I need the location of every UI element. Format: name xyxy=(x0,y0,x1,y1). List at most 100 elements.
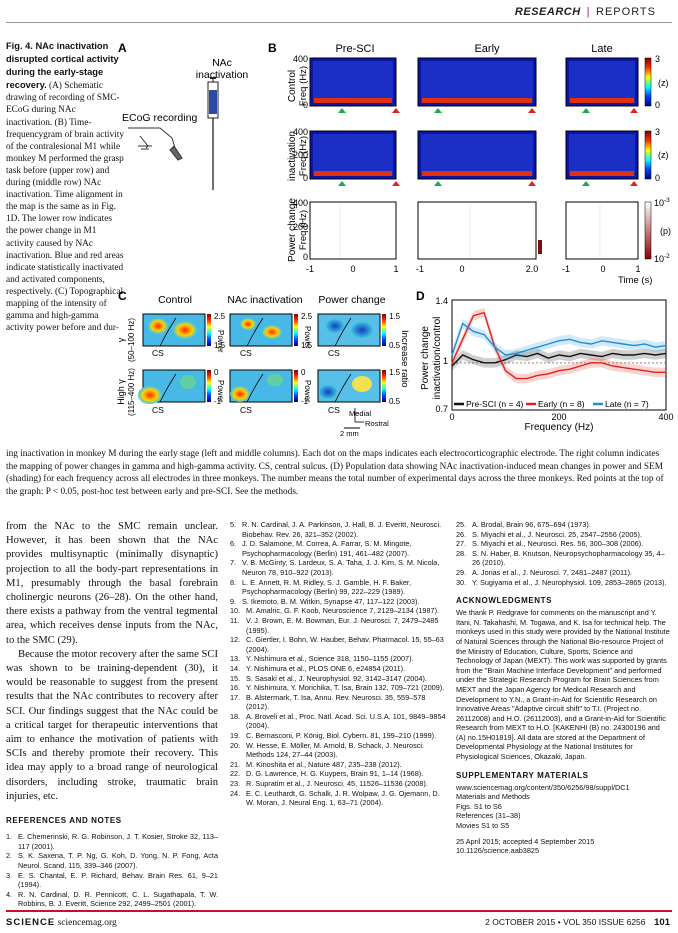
xtick-c2-c: 2.0 xyxy=(526,264,539,274)
journal-site[interactable]: sciencemag.org xyxy=(57,918,117,928)
cbar2-min: 0 xyxy=(655,173,660,183)
reference-number: 2. xyxy=(6,851,13,861)
cs-label-4: CS xyxy=(152,405,164,415)
ytick-r1-400: 400 xyxy=(293,54,308,64)
supplementary-line: Movies S1 to S5 xyxy=(456,821,510,831)
header-divider: | xyxy=(586,6,591,18)
ecog-electrode-drawing xyxy=(128,127,183,161)
reference-number: 16. xyxy=(230,683,241,693)
doi[interactable]: 10.1126/science.aab3825 xyxy=(456,846,540,856)
reference-number: 12. xyxy=(230,635,241,645)
ytick-r2-200: 200 xyxy=(293,150,308,160)
c-cbar4-max: 0 xyxy=(301,368,306,377)
c-cbar1-min: 1.5 xyxy=(214,341,226,350)
reference-number: 30. xyxy=(456,577,467,587)
medial-label: Medial xyxy=(349,409,371,418)
reference-text: M. Kinoshita et al., Nature 487, 235–238… xyxy=(246,759,402,769)
reference-item: 25.A. Brodal, Brain 96, 675–694 (1973). xyxy=(456,520,670,530)
supplementary-line: References (31–38) xyxy=(456,811,521,821)
c-cbar2-label: Power xyxy=(303,326,312,349)
column-late: Late xyxy=(591,43,612,55)
rostral-label: Rostral xyxy=(365,419,389,428)
references-column-2: 5. R. N. Cardinal, J. A. Parkinson, J. Ha… xyxy=(230,520,446,808)
panel-d: D Power change inactivation/control 1.4 … xyxy=(416,289,674,433)
column-early: Early xyxy=(474,43,500,55)
reference-item: 23.R. Supratim et al., J. Neurosci. 45, … xyxy=(230,779,446,789)
figure-caption-bottom: ing inactivation in monkey M during the … xyxy=(6,449,664,497)
journal-name: SCIENCE xyxy=(6,917,56,928)
ytick-r3-200: 200 xyxy=(293,222,308,232)
supplementary-line[interactable]: www.sciencemag.org/content/350/6256/98/s… xyxy=(456,782,630,792)
figure-title: Fig. 4. NAc inactivation disrupted corti… xyxy=(6,41,119,91)
ytick-r2-400: 400 xyxy=(293,127,308,137)
d-plot-area xyxy=(451,299,667,411)
xtick-c2-a: -1 xyxy=(416,264,424,274)
reference-item: 21.M. Kinoshita et al., Nature 487, 235–… xyxy=(230,760,446,770)
supplementary-line: Materials and Methods xyxy=(456,792,530,802)
reference-number: 10. xyxy=(230,606,241,616)
cs-label-2: CS xyxy=(240,348,252,358)
c-cbar4-min: -1 xyxy=(301,397,309,406)
reference-number: 18. xyxy=(230,711,241,721)
xtick-c1-a: -1 xyxy=(306,264,314,274)
c-map-power-gamma xyxy=(317,313,381,347)
reference-text: S. K. Saxena, T. P. Ng, G. Koh, D. Yong,… xyxy=(18,851,218,871)
reference-text: E. Chemerinski, R. G. Robinson, J. T. Ko… xyxy=(18,832,218,851)
nac-label-line1: NAc xyxy=(212,57,232,69)
xlabel-time: Time (s) xyxy=(618,275,652,286)
cbar2-unit: (z) xyxy=(658,150,669,160)
figure-caption-side: Fig. 4. NAc inactivation disrupted corti… xyxy=(6,40,124,334)
c-cbar2 xyxy=(294,314,298,346)
syringe-drawing xyxy=(207,77,219,190)
legend-pre-sci: Pre-SCI (n = 4) xyxy=(466,399,524,409)
reference-item: 5. R. N. Cardinal, J. A. Parkinson, J. Ha… xyxy=(230,520,446,539)
reference-item: 9.S. Ikemoto, B. M. Witkin, Synapse 47, … xyxy=(230,597,446,607)
cbar3-unit: (p) xyxy=(660,226,671,236)
reference-item: 16.Y. Nishimura, Y. Morichika, T. Isa, B… xyxy=(230,683,446,693)
reference-text: R. N. Cardinal, D. R. Pennicott, C. L. S… xyxy=(18,889,218,909)
reference-text: R. Supratim et al., J. Neurosci. 45, 115… xyxy=(246,779,428,789)
reference-number: 29. xyxy=(456,567,467,577)
footer-right: 2 OCTOBER 2015 • VOL 350 ISSUE 6256 101 xyxy=(485,917,670,928)
acknowledgments-text: We thank P. Redgrave for comments on the… xyxy=(456,608,670,762)
reference-number: 28. xyxy=(456,548,467,558)
c-map-nac-gamma xyxy=(229,313,293,347)
reference-item: 12. C. Giertler, I. Bohn, W. Hauber, Beha… xyxy=(230,635,446,654)
panel-c-label: C xyxy=(118,289,127,303)
tfg-row-power-change xyxy=(309,201,639,260)
body-paragraph-2: Because the motor recovery after the sam… xyxy=(6,648,218,802)
footer-rule xyxy=(6,910,672,912)
reference-text: E. S. Chantal, E. P. Richard, Behav. Bra… xyxy=(18,870,218,890)
reference-text: R. N. Cardinal, J. A. Parkinson, J. Hall… xyxy=(242,520,442,539)
reference-text: C. Bernasconi, P. König, Biol. Cybern. 8… xyxy=(246,731,437,741)
reference-number: 27. xyxy=(456,539,467,549)
reference-text: Y. Nishimura et al., PLOS ONE 6, e24854 … xyxy=(246,663,406,673)
reference-number: 17. xyxy=(230,692,241,702)
c-cbar6-min: 0.5 xyxy=(389,397,401,406)
reference-item: 8.L. E. Annett, R. M. Ridley, S. J. Gamb… xyxy=(230,578,446,597)
d-sem-band xyxy=(452,348,666,371)
c-map-nac-highgamma xyxy=(229,369,293,403)
reference-text: W. Hesse, E. Möller, M. Arnold, B. Schac… xyxy=(246,740,425,760)
reference-text: C. Giertler, I. Bohn, W. Hauber, Behav. … xyxy=(246,635,444,654)
panel-b: B Pre-SCI Early Late xyxy=(268,41,671,286)
cbar1-max: 3 xyxy=(655,54,660,64)
tfg-row-control xyxy=(309,57,639,113)
cbar3-bottom: 10-2 xyxy=(654,253,670,264)
c-ratio-label: Increase ratio xyxy=(399,330,410,388)
reference-item: 7.V. B. McGinty, S. Lardeux, S. A. Taha,… xyxy=(230,558,446,577)
nac-label-line2: inactivation xyxy=(196,69,249,81)
references-column-3: 25.A. Brodal, Brain 96, 675–694 (1973). 2… xyxy=(456,520,670,856)
ytick-r3-0: 0 xyxy=(303,252,308,262)
reference-item: 27.S. Miyachi et al., Neurosci. Res. 56,… xyxy=(456,539,670,549)
reference-text: V. J. Brown, E. M. Bowman, Eur. J. Neuro… xyxy=(246,615,439,635)
reference-item: 14.Y. Nishimura et al., PLOS ONE 6, e248… xyxy=(230,664,446,674)
reference-item: 4.R. N. Cardinal, D. R. Pennicott, C. L.… xyxy=(6,890,218,909)
cbar1-unit: (z) xyxy=(658,78,669,88)
ytick-r1-0: 0 xyxy=(303,100,308,110)
colorbar-p-row3 xyxy=(644,201,652,260)
reference-number: 5. xyxy=(230,520,237,529)
reference-text: M. Amalric, G. F. Koob, Neuroscience 7, … xyxy=(246,606,440,616)
cs-label-1: CS xyxy=(152,348,164,358)
supplementary-heading: SUPPLEMENTARY MATERIALS xyxy=(456,770,589,780)
